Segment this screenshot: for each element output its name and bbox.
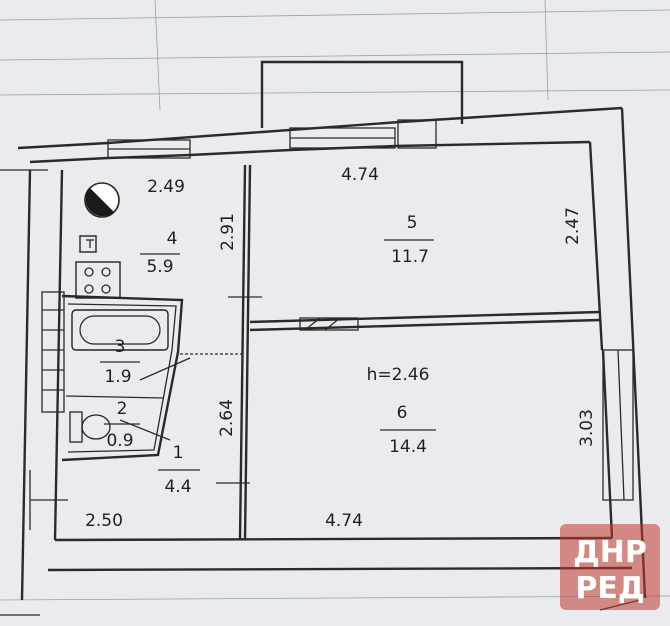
stove-icon: [75, 261, 121, 299]
dim-room5-side: 2.47: [563, 207, 583, 245]
dimension-labels: 2.49 4.74 2.91 2.47 2.64 3.03 2.50 4.74: [85, 165, 597, 531]
room-5-area: 11.7: [391, 247, 429, 267]
toilet-icon: [69, 411, 111, 443]
watermark-line2: РЕД: [575, 571, 644, 606]
room-6-number: 6: [397, 403, 408, 423]
bathtub-icon: [71, 309, 169, 351]
gas-boiler-icon: [84, 182, 120, 218]
room-3-area: 1.9: [104, 367, 131, 387]
windows: [41, 119, 634, 501]
dim-kitchen-side: 2.91: [218, 213, 238, 251]
room-6-area: 14.4: [389, 437, 427, 457]
room-1-area: 4.4: [164, 477, 191, 497]
dim-kitchen-top: 2.49: [147, 177, 185, 197]
room-labels: 4 5.9 5 11.7 3 1.9 2 0.9 1 4.4 h=2.46 6 …: [100, 213, 436, 497]
room-2-area: 0.9: [106, 431, 133, 451]
room-3-number: 3: [115, 337, 126, 357]
room-4-number: 4: [167, 229, 178, 249]
ceiling-height-label: h=2.46: [367, 365, 430, 385]
dim-room6-bottom: 4.74: [325, 511, 363, 531]
fixtures: [69, 182, 169, 443]
paper-grid: [0, 0, 670, 601]
room-1-number: 1: [173, 443, 184, 463]
dim-hall-bottom: 2.50: [85, 511, 123, 531]
sink-icon: [79, 235, 97, 253]
room-2-number: 2: [117, 399, 128, 419]
dim-room6-side: 3.03: [577, 409, 597, 447]
watermark-logo: ДНР РЕД: [560, 524, 660, 610]
dim-room5-top: 4.74: [341, 165, 379, 185]
room-5-number: 5: [407, 213, 418, 233]
dim-hall-side: 2.64: [217, 399, 237, 437]
watermark-line1: ДНР: [573, 535, 647, 570]
balcony: [260, 60, 464, 128]
room-4-area: 5.9: [146, 257, 173, 277]
interior-walls: [0, 164, 641, 616]
